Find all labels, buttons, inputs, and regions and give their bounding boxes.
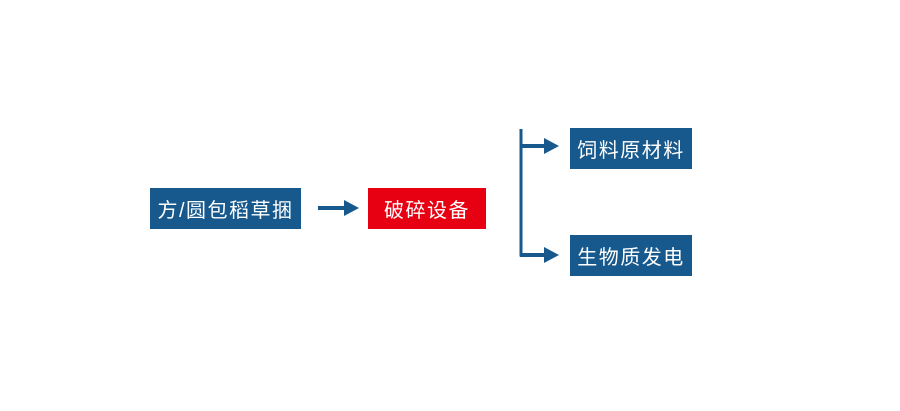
flow-arrow-icon <box>318 200 359 216</box>
branch-arrow-bottom-icon <box>520 247 559 263</box>
node-crusher: 破碎设备 <box>368 188 486 229</box>
node-feed-material: 饲料原材料 <box>570 128 692 169</box>
branch-arrow-top-icon <box>520 138 559 154</box>
node-biomass-power: 生物质发电 <box>570 235 692 276</box>
node-straw-bale: 方/圆包稻草捆 <box>150 188 301 229</box>
